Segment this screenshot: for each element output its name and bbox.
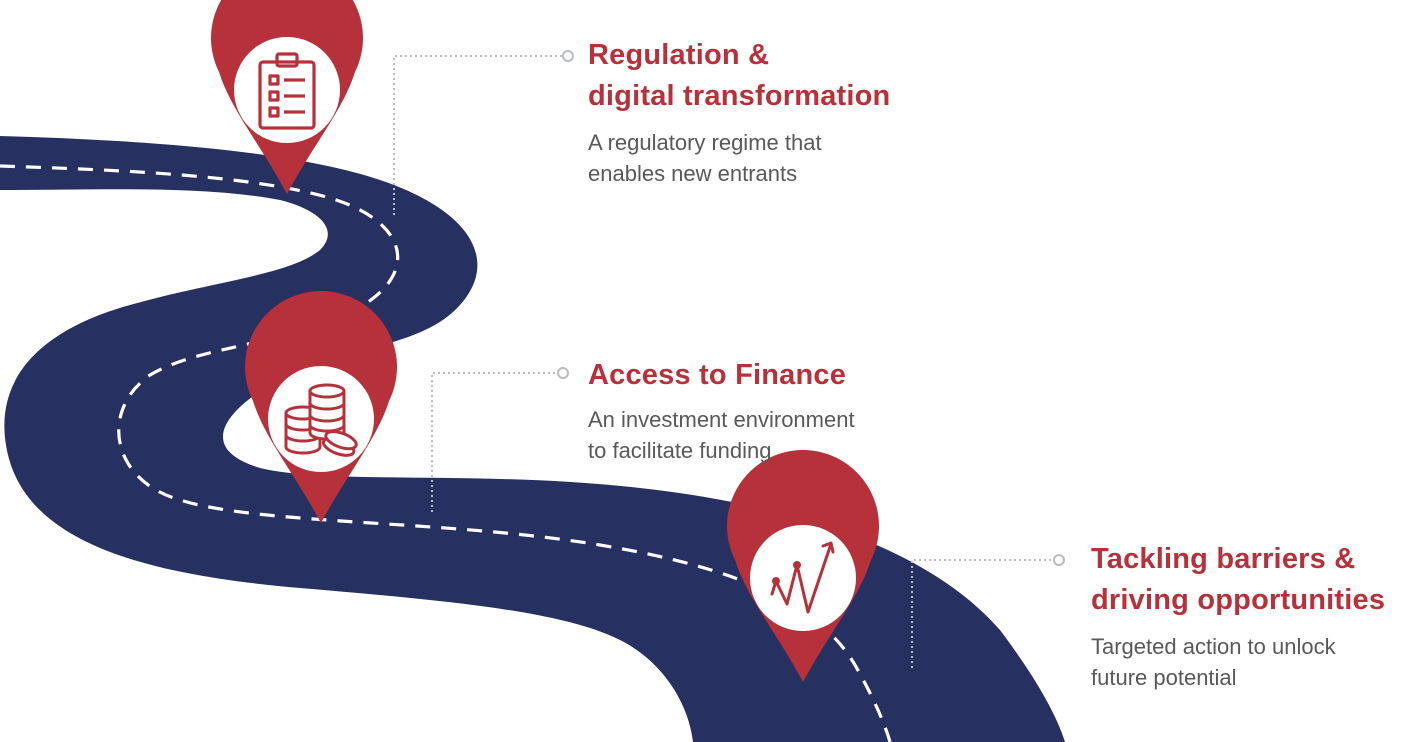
road-surface <box>0 136 1065 742</box>
connector-barriers <box>911 559 1054 668</box>
milestone-title-line: Tackling barriers & <box>1091 543 1356 575</box>
milestone-finance: Access to Finance An investment environm… <box>588 355 855 466</box>
milestone-description-line: enables new entrants <box>588 161 798 186</box>
milestone-description-line: future potential <box>1091 665 1237 690</box>
milestone-regulation: Regulation & digital transformation A re… <box>588 35 890 189</box>
connectors <box>393 55 1054 668</box>
connector-end-dots <box>557 50 1065 566</box>
milestone-title-line: Regulation & <box>588 39 770 71</box>
road <box>0 136 1065 742</box>
chart-point-icon <box>772 577 780 585</box>
milestone-description: A regulatory regime that enables new ent… <box>588 127 890 189</box>
map-pin-regulation <box>211 0 363 194</box>
milestone-description-line: to facilitate funding <box>588 438 772 463</box>
connector-dot-regulation <box>562 50 574 62</box>
milestone-description: Targeted action to unlock future potenti… <box>1091 631 1385 693</box>
connector-finance <box>431 372 558 512</box>
connector-regulation <box>393 55 562 215</box>
connector-dot-barriers <box>1053 554 1065 566</box>
clipboard-checklist-icon <box>258 52 316 130</box>
pin-inner-disc <box>750 525 856 631</box>
milestone-description-line: An investment environment <box>588 407 855 432</box>
map-pin-barriers <box>727 450 879 682</box>
milestone-title-line: driving opportunities <box>1091 584 1386 616</box>
milestone-title: Tackling barriers & driving opportunitie… <box>1091 539 1385 621</box>
coin-stacks-icon <box>284 383 358 457</box>
milestone-title-line: Access to Finance <box>588 359 847 391</box>
map-pin-finance <box>245 291 397 523</box>
milestone-description: An investment environment to facilitate … <box>588 404 855 466</box>
milestone-title-line: digital transformation <box>588 80 891 112</box>
milestone-description-line: A regulatory regime that <box>588 130 822 155</box>
milestone-title: Access to Finance <box>588 355 855 396</box>
milestone-title: Regulation & digital transformation <box>588 35 890 117</box>
milestone-description-line: Targeted action to unlock <box>1091 634 1336 659</box>
chart-point-icon <box>793 561 801 569</box>
connector-dot-finance <box>557 367 569 379</box>
milestone-barriers: Tackling barriers & driving opportunitie… <box>1091 539 1385 693</box>
